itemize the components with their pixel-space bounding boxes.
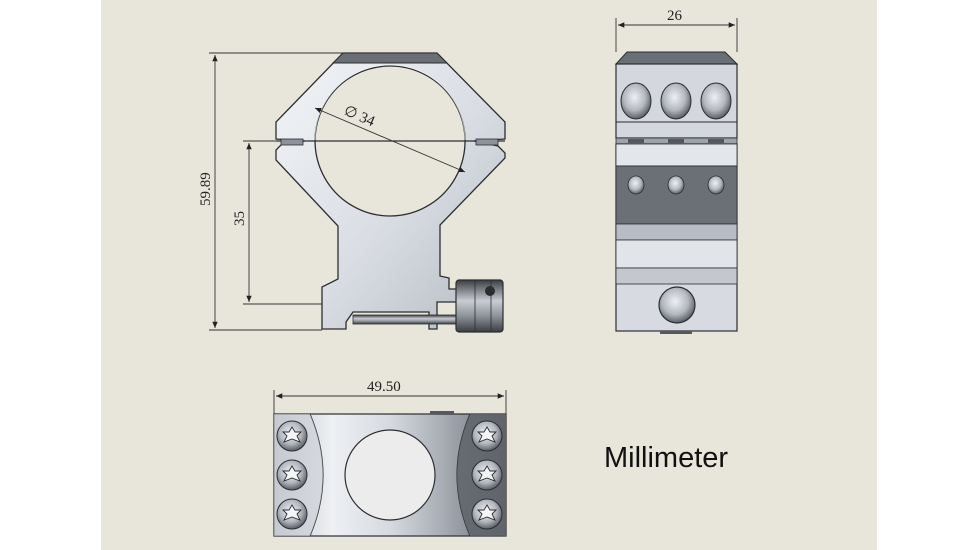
ring-body [275,52,506,330]
front-view [275,52,506,333]
bottom-screw-right-3 [471,498,503,530]
cross-bolt-rod [352,314,460,325]
bottom-screw-right-1 [471,420,503,452]
nut-hex-socket [485,286,495,296]
clamp-nut [455,279,504,333]
bottom-screw-left-3 [276,498,308,530]
side-dark-band [615,165,738,225]
bottom-screw-right-2 [471,459,503,491]
side-cross-bolt [658,286,696,324]
side-top-screw-3 [700,82,732,120]
side-view [614,51,739,334]
bottom-view [273,411,507,537]
split-gap-right [475,138,499,146]
dim-center-height: 35 [232,211,248,226]
dim-bottom-length: 49.50 [367,379,401,395]
front-dimensions [209,52,466,331]
dim-ring-diameter: ∅ 34 [341,103,377,130]
bottom-screw-left-1 [276,420,308,452]
side-top-screw-1 [620,82,652,120]
units-label: Millimeter [604,442,728,474]
side-mid-screw-3 [707,175,725,195]
side-top-screw-2 [660,82,692,120]
bottom-screw-left-2 [276,459,308,491]
bottom-bore-circle [344,429,436,521]
side-mid-screw-2 [667,175,685,195]
dim-total-height: 59.89 [198,172,214,206]
side-dimensions [615,18,738,52]
bottom-dimensions [273,390,507,414]
dim-side-width: 26 [667,8,683,24]
ring-top-cap [331,52,449,64]
split-gap-left [280,138,304,146]
side-mid-screw-1 [627,175,645,195]
side-top-cap [614,51,739,65]
